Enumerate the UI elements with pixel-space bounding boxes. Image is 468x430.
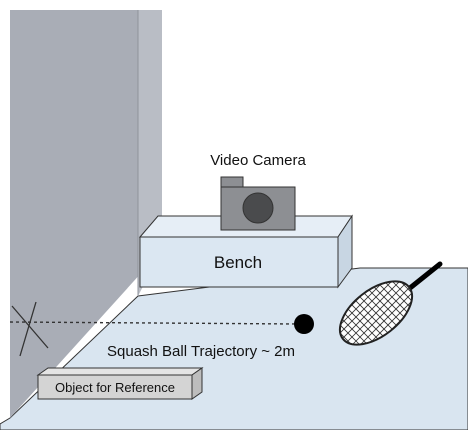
x-marker-icon xyxy=(11,301,49,357)
squash-ball-icon xyxy=(294,314,314,334)
racket-head-frame xyxy=(339,280,413,346)
camera-label: Video Camera xyxy=(210,152,306,169)
left-wall xyxy=(10,10,162,418)
trajectory-label: Squash Ball Trajectory ~ 2m xyxy=(107,343,295,360)
trajectory-line xyxy=(9,321,299,325)
reference-box-front xyxy=(37,374,193,400)
bench-front xyxy=(139,236,339,288)
reference-box-top xyxy=(36,367,204,376)
video-camera-icon xyxy=(220,176,296,231)
camera-lens xyxy=(242,192,274,224)
bench-label: Bench xyxy=(214,253,262,272)
reference-label: Object for Reference xyxy=(55,380,175,395)
reference-object: Object for Reference xyxy=(36,367,204,400)
